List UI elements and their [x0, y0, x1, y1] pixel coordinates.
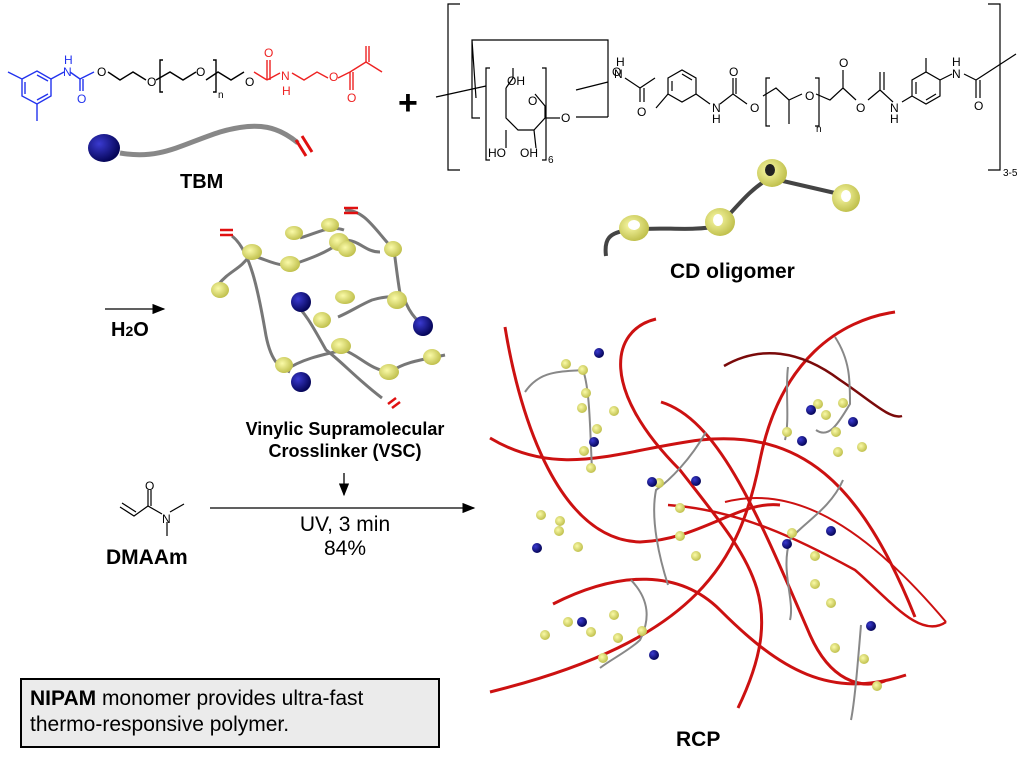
svg-text:N: N [63, 65, 72, 79]
h2o-subscript: 2 [125, 323, 134, 339]
vsc-label: Vinylic Supramolecular Crosslinker (VSC) [200, 418, 490, 462]
svg-text:3-5: 3-5 [1003, 168, 1018, 179]
svg-text:H: H [64, 53, 73, 67]
svg-text:HO: HO [488, 146, 506, 160]
svg-text:O: O [329, 70, 338, 84]
note-bold: NIPAM [30, 687, 97, 710]
vsc-vinyl-ends [220, 206, 401, 409]
vsc-cones [211, 218, 441, 380]
nipam-note-box: NIPAM monomer provides ultra-fast thermo… [20, 678, 440, 748]
dmaam-structure [119, 490, 185, 536]
svg-text:O: O [145, 479, 154, 493]
svg-text:H: H [712, 112, 721, 126]
vsc-cartoon [216, 208, 446, 400]
stopper-ball-icon [88, 134, 120, 162]
svg-text:N: N [890, 101, 899, 115]
svg-text:6: 6 [548, 155, 554, 166]
h2o-label: H2O [111, 319, 149, 342]
rcp-red-chains [489, 310, 947, 709]
svg-text:O: O [196, 65, 205, 79]
svg-text:O: O [147, 75, 156, 89]
dmaam-atom-labels: O N [145, 479, 171, 526]
vsc-label-line2: Crosslinker (VSC) [268, 441, 422, 461]
svg-text:O: O [612, 65, 621, 79]
rcp-stopper-balls [532, 348, 876, 660]
rcp-gray-chains [524, 336, 862, 721]
cd-oligomer-cartoon [603, 159, 860, 257]
svg-text:N: N [712, 101, 721, 115]
svg-text:N: N [281, 69, 290, 83]
svg-text:H: H [282, 84, 291, 98]
vsc-stopper-balls [291, 292, 433, 392]
conditions-yield: 84% [323, 537, 367, 560]
tbm-cartoon [88, 123, 314, 162]
svg-text:O: O [856, 101, 865, 115]
h2o-h: H [111, 319, 126, 341]
svg-text:O: O [750, 101, 759, 115]
svg-text:H: H [890, 112, 899, 126]
svg-text:O: O [528, 94, 537, 108]
svg-text:O: O [347, 91, 356, 105]
svg-text:O: O [97, 65, 106, 79]
svg-text:O: O [77, 92, 86, 106]
rcp-label: RCP [676, 728, 721, 751]
cd-oligomer-structure [435, 3, 1017, 171]
reaction-conditions: UV, 3 min 84% [255, 513, 435, 561]
plus-sign: + [398, 84, 418, 122]
cd-cone-icon [619, 159, 860, 241]
svg-text:N: N [162, 512, 171, 526]
svg-text:O: O [245, 75, 254, 89]
note-text: monomer provides ultra-fast thermo-respo… [30, 687, 364, 736]
svg-text:O: O [839, 56, 848, 70]
svg-text:OH: OH [507, 74, 525, 88]
h2o-o: O [133, 319, 149, 341]
conditions-line1: UV, 3 min [299, 513, 391, 536]
rcp-dark-chain [723, 351, 903, 418]
tbm-structure [7, 46, 383, 121]
svg-text:n: n [816, 124, 822, 135]
dmaam-label: DMAAm [106, 546, 188, 569]
cd-atom-labels: OH O O HO OH 6 O O H N N H O O O n O O N… [488, 55, 1018, 179]
svg-text:O: O [805, 89, 814, 103]
tbm-label: TBM [180, 171, 224, 193]
rcp-cones [536, 359, 882, 691]
svg-text:H: H [952, 55, 961, 69]
tbm-atom-labels: H N O O O O n O O N H O O [63, 46, 356, 106]
svg-text:O: O [637, 105, 646, 119]
svg-text:O: O [974, 99, 983, 113]
svg-text:N: N [952, 67, 961, 81]
vsc-label-line1: Vinylic Supramolecular [245, 419, 445, 439]
svg-text:H: H [616, 55, 625, 69]
svg-text:O: O [264, 46, 273, 60]
svg-text:O: O [729, 65, 738, 79]
svg-text:N: N [614, 67, 623, 81]
svg-text:O: O [561, 111, 570, 125]
cd-oligomer-label: CD oligomer [670, 260, 795, 283]
svg-text:OH: OH [520, 146, 538, 160]
svg-text:n: n [218, 90, 224, 101]
